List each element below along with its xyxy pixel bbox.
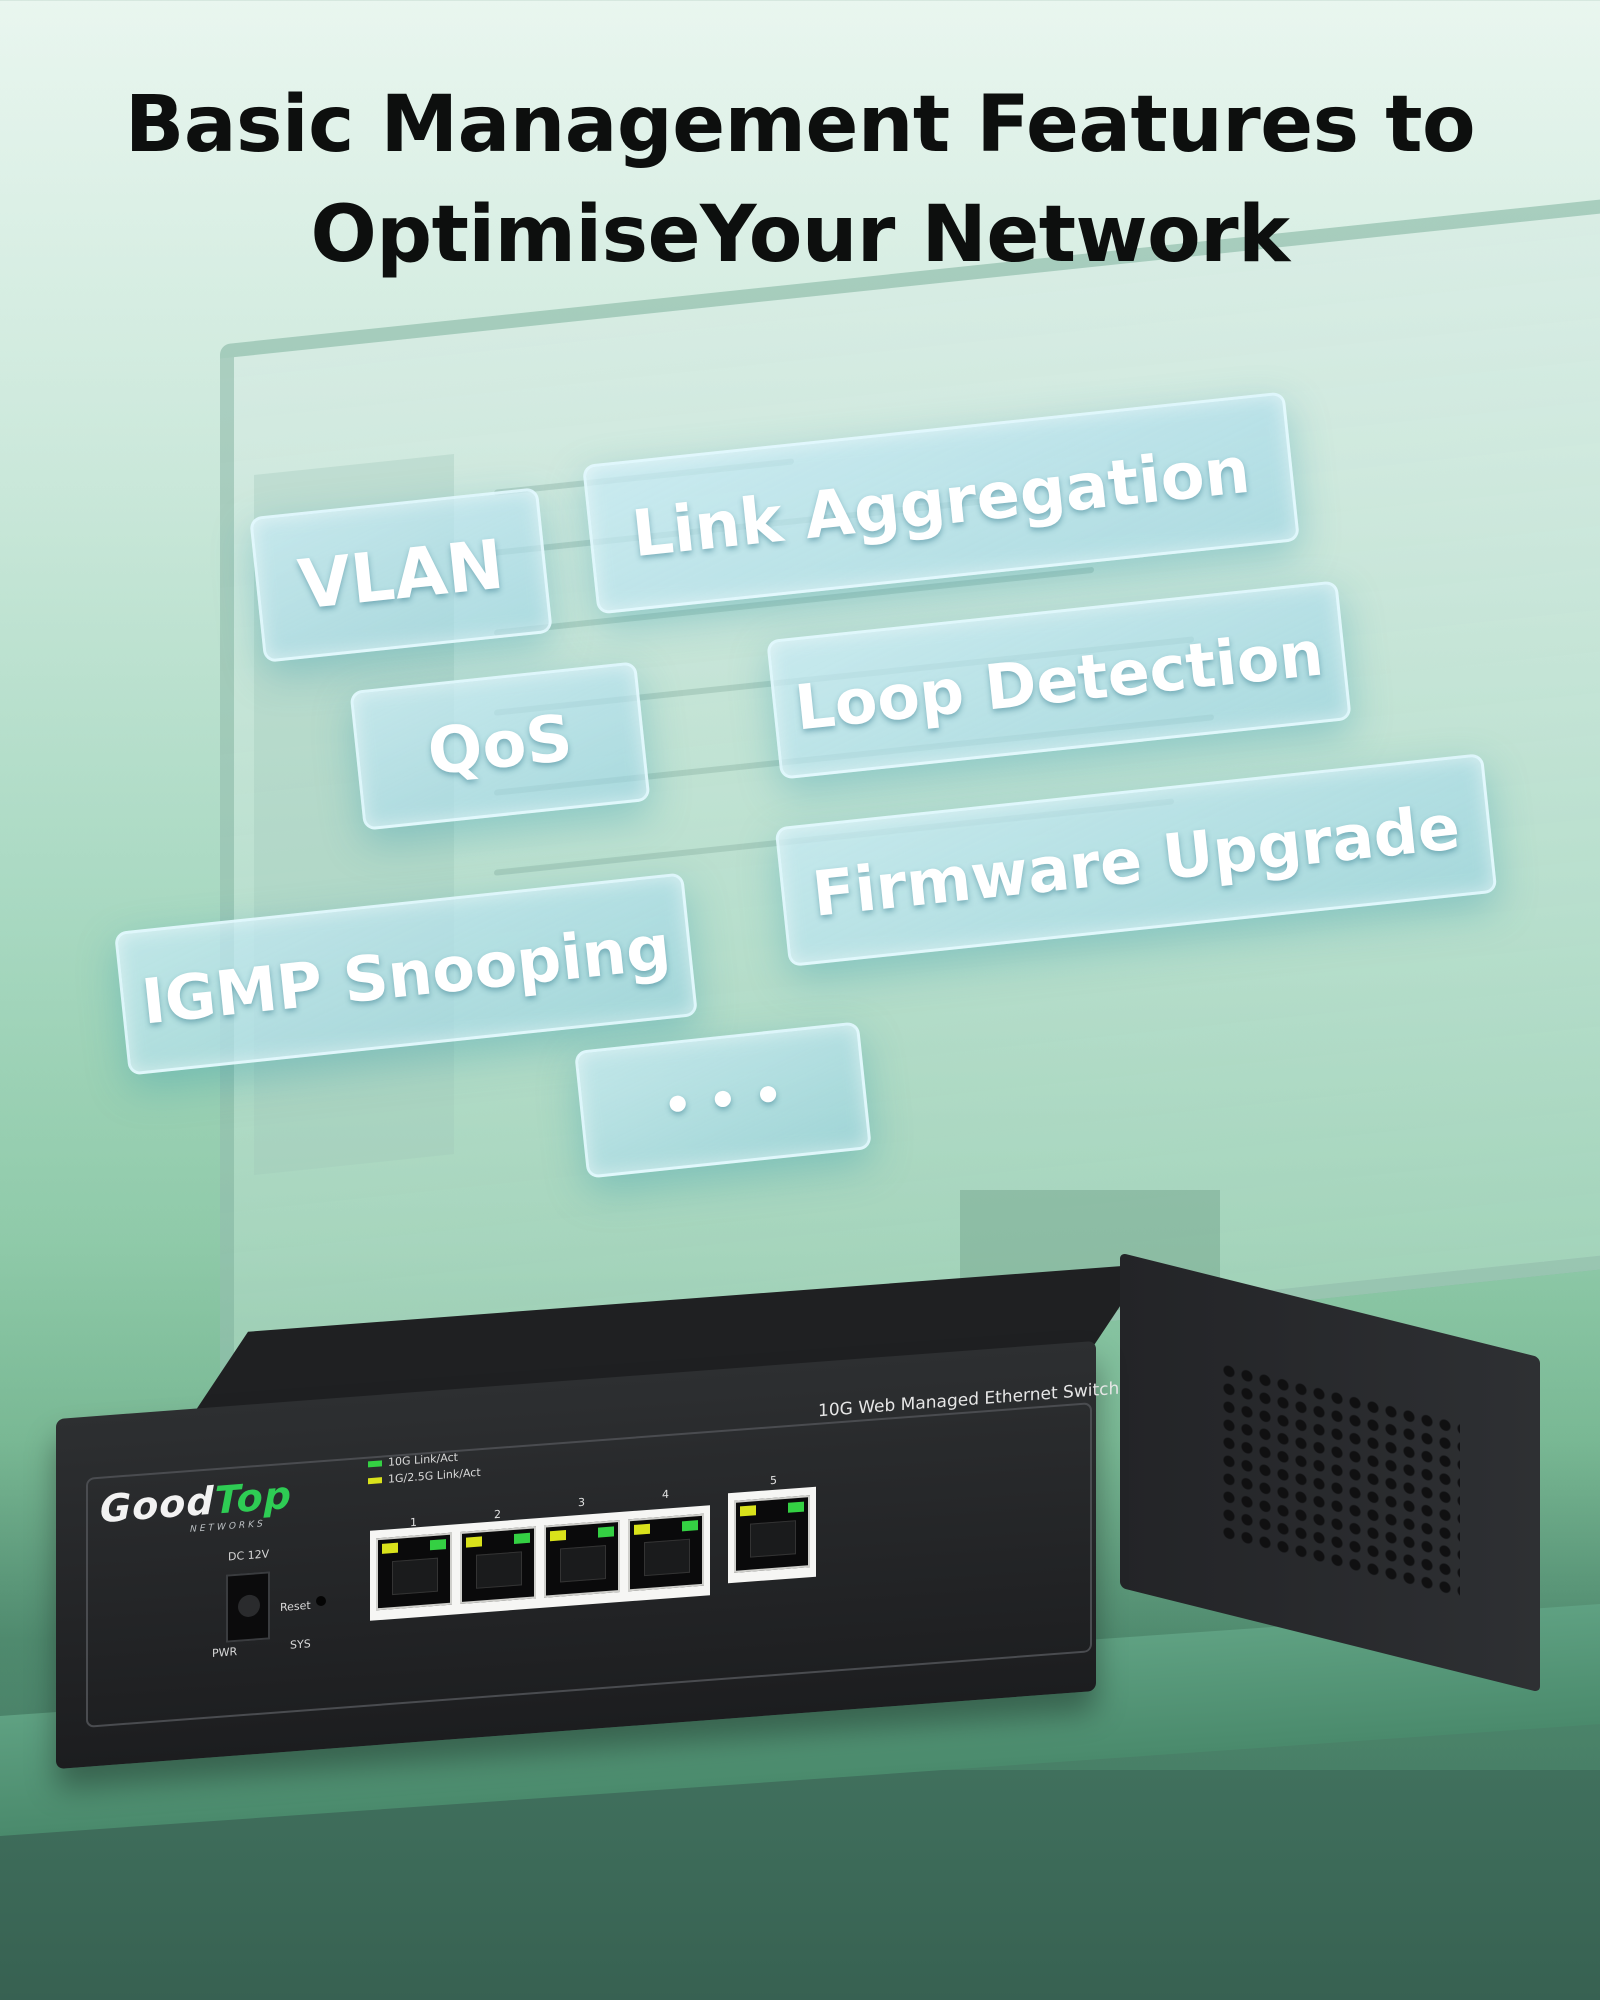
- port-jack: [644, 1538, 690, 1577]
- dc-power-jack: [226, 1571, 270, 1643]
- port-jack: [392, 1557, 438, 1596]
- ethernet-port-2[interactable]: [460, 1526, 536, 1605]
- port-number-2: 2: [494, 1507, 501, 1522]
- dc-jack-hole: [238, 1594, 260, 1618]
- led-1g: [382, 1542, 398, 1554]
- page-title: Basic Management Features to OptimiseYou…: [0, 70, 1600, 290]
- ethernet-port-4[interactable]: [628, 1513, 704, 1592]
- port-number-5: 5: [770, 1473, 777, 1488]
- more-features-ellipsis: • • •: [660, 1066, 786, 1134]
- led-10g: [514, 1532, 530, 1544]
- title-line-2: OptimiseYour Network: [310, 190, 1290, 280]
- port-number-4: 4: [662, 1487, 669, 1502]
- port-number-3: 3: [578, 1495, 585, 1510]
- feature-label-loop-detection: Loop Detection: [791, 615, 1327, 745]
- led-1g: [634, 1523, 650, 1535]
- port-group-5: [728, 1486, 816, 1584]
- sys-label: SYS: [290, 1637, 311, 1652]
- pwr-label: PWR: [212, 1645, 238, 1660]
- feature-label-igmp-snooping: IGMP Snooping: [138, 909, 674, 1039]
- legend-yellow-square: [368, 1477, 382, 1485]
- ethernet-port-5[interactable]: [734, 1495, 810, 1573]
- led-10g: [598, 1526, 614, 1538]
- port-jack: [750, 1520, 796, 1558]
- feature-label-vlan: VLAN: [294, 524, 508, 626]
- reset-button[interactable]: [316, 1596, 326, 1606]
- ethernet-port-3[interactable]: [544, 1519, 620, 1598]
- legend-green-square: [368, 1460, 382, 1468]
- ethernet-port-1[interactable]: [376, 1532, 452, 1611]
- led-1g: [550, 1530, 566, 1542]
- led-10g: [788, 1501, 804, 1513]
- title-line-1: Basic Management Features to: [124, 80, 1476, 170]
- feature-label-qos: QoS: [424, 701, 576, 791]
- led-10g: [682, 1520, 698, 1532]
- feature-tile-qos: QoS: [349, 661, 651, 831]
- port-jack: [560, 1545, 606, 1583]
- reset-label: Reset: [280, 1598, 311, 1615]
- port-jack: [476, 1551, 522, 1589]
- feature-label-link-aggregation: Link Aggregation: [628, 433, 1254, 573]
- led-1g: [740, 1505, 756, 1517]
- feature-tile-vlan: VLAN: [249, 487, 553, 663]
- brand-logo-top: Top: [214, 1472, 292, 1523]
- led-1g: [466, 1536, 482, 1548]
- led-10g: [430, 1539, 446, 1551]
